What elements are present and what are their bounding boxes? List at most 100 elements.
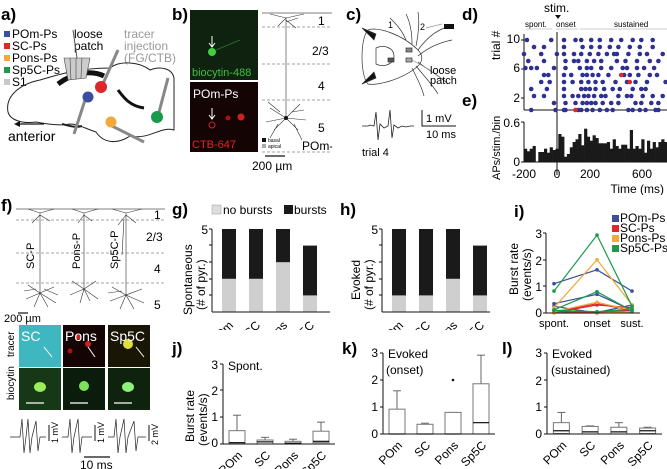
h-axes [379,228,490,313]
bar-segment [249,229,263,279]
arrow-icon [208,36,216,48]
spike-dot [647,72,653,78]
spike-dot [570,79,575,85]
spike-dot [610,107,615,113]
spike-dot [578,37,584,43]
spike-dot [578,107,584,113]
voltage-scale-bars [48,425,150,441]
psth-bin [604,143,608,162]
psth-bin [555,148,559,162]
legend-entry: Pons-Ps [620,231,665,245]
box [228,430,246,445]
psth-bin [566,154,571,162]
box [581,425,599,435]
svg-text:onset: onset [584,318,611,330]
box [416,423,434,435]
svg-text:2/3: 2/3 [312,44,329,58]
spike-dot [637,107,643,113]
spike-dot [573,100,578,106]
panel-l-label: l) [502,339,512,358]
spike-dot [576,58,581,64]
panel-d-e: d) stim. spont. onset sustained trial # … [462,1,667,195]
spike-dot [584,72,590,78]
layer-labels: 1 2/3 4 5 [146,208,163,312]
panel-f: f) 1 2/3 4 5 SC-P Pons-P Sp5C-P 200 µm t… [1,196,165,469]
psth-bin [524,148,528,162]
spike-dot [644,79,650,85]
xtick-label: POm [216,448,245,469]
pom-injection-site [82,91,94,103]
psth-bin [621,144,625,162]
spike-dot [624,93,630,99]
legend-swatch-pom [4,31,10,37]
spike-dot [597,107,603,113]
svg-text:2: 2 [535,254,542,268]
psth-bin [581,145,585,162]
raster-ylabel: trial # [489,30,503,60]
spike-dot [630,37,635,43]
layer-labels: 1 2/3 4 5 [312,14,329,135]
l-box-plots [552,411,657,435]
rat-head-whiskers-drawing [361,11,453,97]
svg-text:1: 1 [371,400,378,414]
loose-patch-label-2: patch [74,39,103,53]
psth-bin [606,142,611,162]
spike-dot [568,72,574,78]
bar-segment [222,278,236,312]
g-axes [209,228,330,313]
svg-text:0: 0 [371,427,378,441]
legend-sp5c: Sp5C-Ps [12,63,60,77]
bar-segment [303,295,317,312]
spike-traces [10,418,146,454]
h-ytick-5: 5 [371,223,378,237]
biocytin-image [190,10,258,80]
legend-entry: POm-Ps [620,211,665,225]
psth-bin [649,148,653,162]
loose-patch-label-1: loose [430,65,456,77]
layer-boundaries [262,12,332,153]
xtick-label: SC [577,438,599,460]
spike-dot [649,100,654,106]
spike-dot [616,44,621,50]
spike-dot [578,79,584,85]
spike-dot [600,100,605,106]
spike-dot [528,65,534,71]
scale-bar [421,110,456,127]
spike-dot [523,65,528,71]
panel-c: c) 1 2 loose patch 1 mV 10 ms trial 4 [346,5,457,159]
l-title-2: (sustained) [551,363,610,377]
svg-text:sust.: sust. [620,318,643,330]
row-label-biocytin: biocytin [6,366,17,400]
svg-text:2/3: 2/3 [146,230,163,244]
spike-dot [587,51,593,57]
loose-patch-pipette [72,29,78,59]
epoch-labels: spont. onset sustained [525,20,648,29]
spike-dot [607,44,613,50]
l-title-1: Evoked [552,347,592,361]
sc-tracer-image [19,325,61,367]
psth-bin [572,142,576,162]
spike-dot [531,93,537,99]
xtick-label: Pons [272,448,301,469]
cell-type-labels: SC-P Pons-P Sp5C-P [25,230,121,269]
spike-dot [634,58,640,64]
spike-dot [588,100,594,106]
legend-basal-swatch [262,138,266,142]
spike-dot [617,86,623,92]
legend-no-bursts: no bursts [223,203,272,217]
bar-segment [446,229,460,279]
spike-dot [588,44,594,50]
legend-basal: basal [268,138,280,144]
psth-bin [632,148,636,162]
spike-dot [630,107,635,113]
spike-dot [639,86,644,92]
trial-label: trial 4 [362,147,389,159]
spike-dot [571,51,577,57]
legend-no-bursts-swatch [211,204,222,215]
